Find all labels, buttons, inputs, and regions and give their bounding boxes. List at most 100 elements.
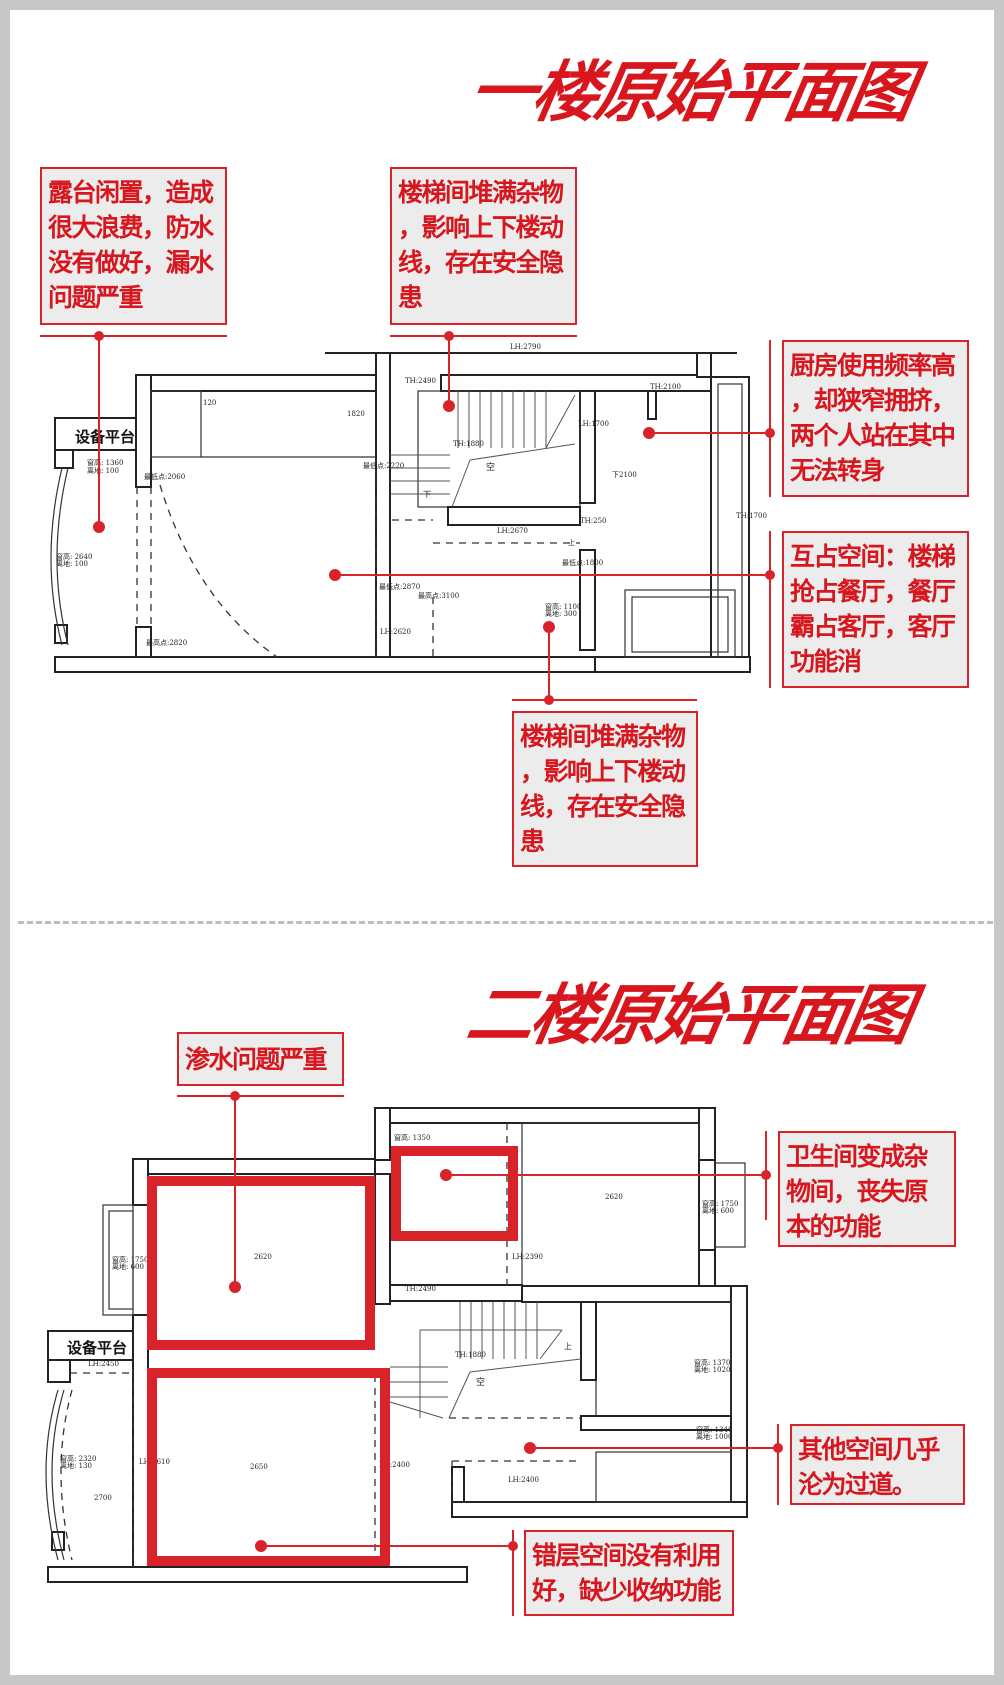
dimension-label: 空 bbox=[486, 461, 495, 473]
floor1-callout-leaders bbox=[40, 331, 775, 705]
dimension-label: 离地: 1020 bbox=[694, 1365, 730, 1374]
callout-line: 渗水问题严重 bbox=[185, 1045, 328, 1074]
dimension-label: 离地: 600 bbox=[702, 1206, 734, 1215]
callout-line: 楼梯间堆满杂物 bbox=[398, 178, 564, 207]
callout-bathroom: 卫生间变成杂物间，丧失原本的功能 bbox=[778, 1131, 956, 1247]
dimension-label: 1820 bbox=[347, 410, 365, 418]
dimension-label: 离地: 600 bbox=[112, 1262, 144, 1271]
floor2-dimension-labels: 窗高: 1350 2620 窗高: 1750 离地: 600 2620 窗高: … bbox=[60, 1133, 738, 1502]
dimension-label: 窗高: 1360 bbox=[87, 458, 123, 467]
dimension-label: 窗高: 2320 bbox=[60, 1454, 96, 1463]
callout-line: 问题严重 bbox=[48, 283, 144, 312]
callout-line: 没有做好，漏水 bbox=[48, 248, 214, 277]
callout-line: 线，存在安全隐 bbox=[398, 248, 564, 277]
dimension-label: LH:2670 bbox=[497, 527, 528, 535]
dimension-label: 离地: 300 bbox=[545, 609, 577, 618]
floor1-title: 一楼原始平面图 bbox=[463, 54, 918, 131]
callout-line: ，却狭窄拥挤， bbox=[790, 386, 956, 415]
plan-label: 设备平台 bbox=[67, 1339, 127, 1357]
callout-line: 功能消 bbox=[790, 647, 862, 676]
dimension-label: LH:1700 bbox=[578, 420, 609, 428]
callout-line: 错层空间没有利用 bbox=[532, 1541, 722, 1570]
dimension-label: 离地: 100 bbox=[56, 559, 88, 568]
dimension-label: TH:2490 bbox=[405, 1285, 436, 1293]
dimension-label: LH:2620 bbox=[380, 628, 411, 636]
dimension-label: 窗高: 1750 bbox=[112, 1255, 148, 1264]
callout-kitchen: 厨房使用频率高 ，却狭窄拥挤， 两个人站在其中无法转身 bbox=[782, 340, 969, 497]
floor2-title: 二楼原始平面图 bbox=[461, 977, 916, 1054]
dimension-label: 窗高: 1340 bbox=[696, 1425, 732, 1434]
callout-line: 线，存在安全隐 bbox=[520, 792, 686, 821]
dimension-label: 上 bbox=[564, 1342, 572, 1351]
callout-split-level: 错层空间没有利用好，缺少收纳功能 bbox=[524, 1530, 734, 1616]
callout-line: 沦为过道。 bbox=[798, 1470, 917, 1499]
callout-line: 两个人站在其中 bbox=[790, 421, 956, 450]
floor2-highlights bbox=[147, 1091, 783, 1616]
callout-line: 抢占餐厅，餐厅 bbox=[790, 577, 956, 606]
dimension-label: TH:1700 bbox=[736, 512, 767, 520]
dimension-label: LH:2400 bbox=[379, 1461, 410, 1469]
dimension-label: 窗高: 1100 bbox=[545, 602, 581, 611]
callout-passage: 其他空间几乎沦为过道。 bbox=[790, 1424, 965, 1505]
dimension-label: 最低点:2060 bbox=[144, 472, 185, 481]
callout-line: 厨房使用频率高 bbox=[790, 351, 956, 380]
callout-line: ，影响上下楼动 bbox=[520, 757, 686, 786]
dimension-label: 窗高: 1350 bbox=[394, 1133, 430, 1142]
dimension-label: 离地: 1000 bbox=[696, 1432, 732, 1441]
dimension-label: 离地: 100 bbox=[87, 466, 119, 475]
callout-line: ，影响上下楼动 bbox=[398, 213, 564, 242]
section-divider bbox=[18, 921, 993, 924]
dimension-label: 窗高: 1750 bbox=[702, 1199, 738, 1208]
dimension-label: TH:250 bbox=[580, 517, 607, 525]
dimension-label: 下 bbox=[423, 490, 431, 499]
dimension-label: TH:2490 bbox=[405, 377, 436, 385]
callout-line: 本的功能 bbox=[786, 1212, 882, 1241]
callout-line: 患 bbox=[398, 283, 423, 312]
highlight-bathroom bbox=[391, 1146, 518, 1241]
callout-stairwell-top: 楼梯间堆满杂物 ，影响上下楼动线，存在安全隐患 bbox=[390, 167, 577, 325]
callout-line: 物间，丧失原 bbox=[786, 1177, 929, 1206]
floor1-plan: 设备平台 LH:2790 TH:2490 120 1820 TH:2100 窗高… bbox=[50, 343, 767, 673]
callout-line: 很大浪费，防水 bbox=[48, 213, 214, 242]
callout-line: 霸占客厅，客厅 bbox=[790, 612, 956, 641]
highlight-room-top-left bbox=[147, 1176, 375, 1350]
dimension-label: 最低点:1800 bbox=[562, 558, 603, 567]
dimension-label: 最高点:2820 bbox=[146, 638, 187, 647]
dimension-label: TH:1880 bbox=[453, 440, 484, 448]
dimension-label: 最低点:2220 bbox=[363, 461, 404, 470]
callout-line: 互占空间：楼梯 bbox=[790, 542, 956, 571]
dimension-label: 2650 bbox=[250, 1463, 268, 1471]
callout-terrace: 露台闲置，造成很大浪费，防水没有做好，漏水问题严重 bbox=[40, 167, 227, 325]
dimension-label: 2700 bbox=[94, 1494, 112, 1502]
plan-label: 设备平台 bbox=[75, 428, 135, 446]
callout-shared-space: 互占空间：楼梯抢占餐厅，餐厅霸占客厅，客厅功能消 bbox=[782, 531, 969, 688]
dimension-label: TH:1880 bbox=[455, 1351, 486, 1359]
dimension-label: 窗高: 1370 bbox=[694, 1358, 730, 1367]
callout-line: 卫生间变成杂 bbox=[786, 1142, 929, 1171]
dimension-label: TH:2100 bbox=[650, 383, 681, 391]
callout-line: 患 bbox=[520, 827, 545, 856]
dimension-label: 下2100 bbox=[612, 471, 637, 479]
dimension-label: 120 bbox=[203, 399, 216, 407]
dimension-label: LH:2390 bbox=[512, 1253, 543, 1261]
dimension-label: LH:2790 bbox=[510, 343, 541, 351]
dimension-label: 空 bbox=[476, 1376, 485, 1388]
dimension-label: 最高点:3100 bbox=[418, 591, 459, 600]
callout-line: 无法转身 bbox=[790, 456, 886, 485]
callout-line: 露台闲置，造成 bbox=[48, 178, 214, 207]
dimension-label: LH:2450 bbox=[88, 1360, 119, 1368]
callout-line: 其他空间几乎 bbox=[798, 1435, 941, 1464]
callout-line: 楼梯间堆满杂物 bbox=[520, 722, 686, 751]
dimension-label: LH:2400 bbox=[508, 1476, 539, 1484]
dimension-label: 离地: 130 bbox=[60, 1461, 92, 1470]
callout-stairwell-bottom: 楼梯间堆满杂物 ，影响上下楼动线，存在安全隐患 bbox=[512, 711, 698, 867]
dimension-label: 最低点:2870 bbox=[379, 582, 420, 591]
floor2-plan: 设备平台 窗高: 1350 2620 bbox=[45, 1107, 748, 1583]
callout-line: 好，缺少收纳功能 bbox=[532, 1576, 722, 1605]
dimension-label: 2620 bbox=[254, 1253, 272, 1261]
callout-leakage: 渗水问题严重 bbox=[177, 1032, 344, 1086]
dimension-label: 窗高: 2640 bbox=[56, 552, 92, 561]
floor1-dimension-labels: LH:2790 TH:2490 120 1820 TH:2100 窗高: 136… bbox=[56, 343, 767, 647]
